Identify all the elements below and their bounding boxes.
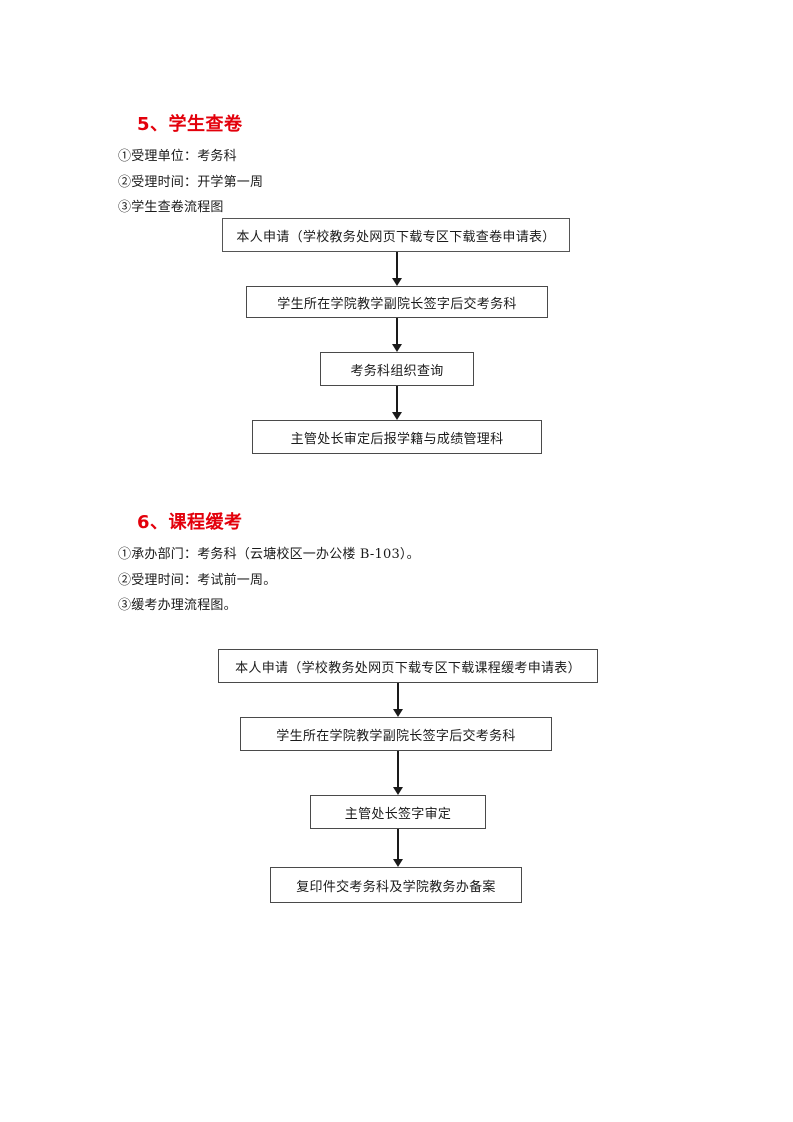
section-heading-6: 6、课程缓考 [137, 512, 243, 533]
flow-step-box: 学生所在学院教学副院长签字后交考务科 [240, 717, 552, 751]
flow-arrow-down-icon [392, 751, 404, 795]
section-5-item-3: ③学生查卷流程图 [118, 200, 224, 215]
flow-step-box: 本人申请（学校教务处网页下载专区下载查卷申请表） [222, 218, 570, 252]
flow-step-box: 考务科组织查询 [320, 352, 474, 386]
flow-arrow-down-icon [391, 318, 403, 352]
flow-arrow-down-icon [391, 386, 403, 420]
flow-arrow-down-icon [391, 252, 403, 286]
flow-arrow-down-icon [392, 829, 404, 867]
flow-step-box: 学生所在学院教学副院长签字后交考务科 [246, 286, 548, 318]
section-5-item-1: ①受理单位：考务科 [118, 149, 237, 164]
flow-step-box: 复印件交考务科及学院教务办备案 [270, 867, 522, 903]
flow-step-box: 主管处长审定后报学籍与成绩管理科 [252, 420, 542, 454]
section-6-item-2: ②受理时间：考试前一周。 [118, 573, 277, 588]
section-6-item-1: ①承办部门：考务科（云塘校区一办公楼 B-103）。 [118, 547, 420, 562]
flow-step-box: 本人申请（学校教务处网页下载专区下载课程缓考申请表） [218, 649, 598, 683]
flow-step-box: 主管处长签字审定 [310, 795, 486, 829]
flow-arrow-down-icon [392, 683, 404, 717]
section-5-item-2: ②受理时间：开学第一周 [118, 175, 264, 190]
section-6-item-3: ③缓考办理流程图。 [118, 598, 237, 613]
section-heading-5: 5、学生查卷 [137, 114, 243, 135]
